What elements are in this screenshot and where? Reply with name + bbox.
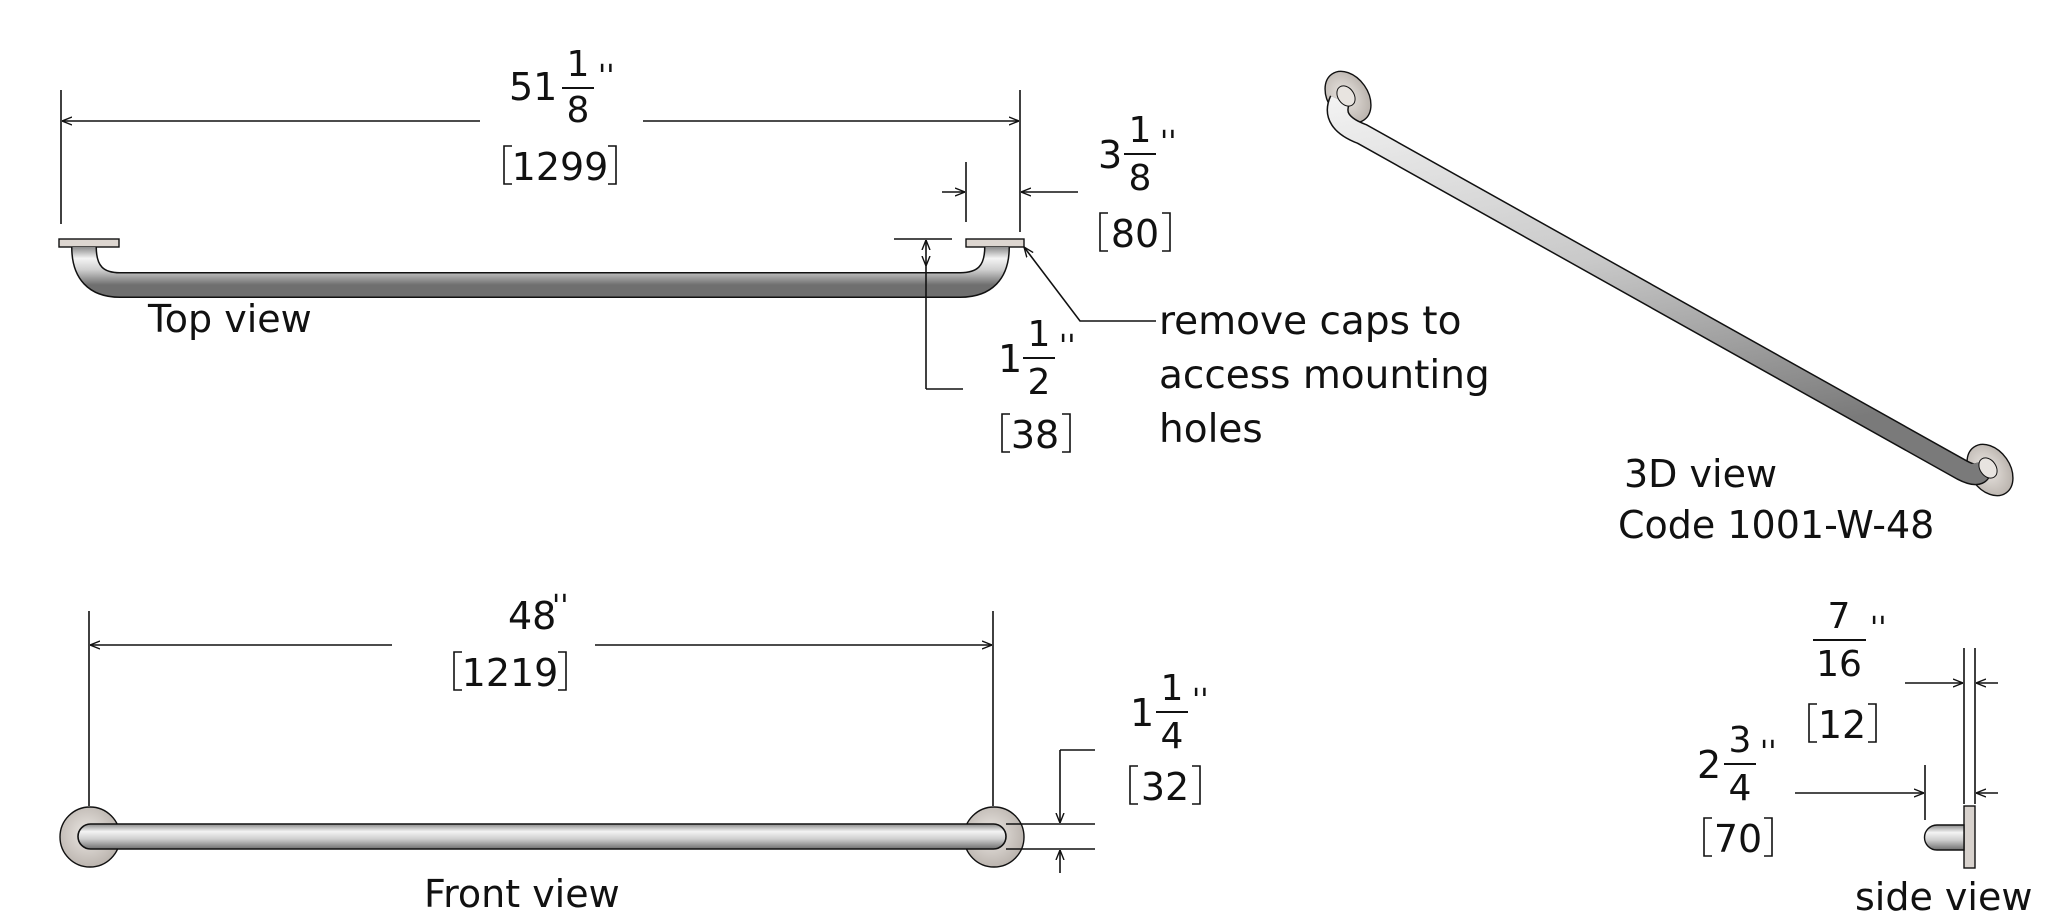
- note-line-3: holes: [1159, 407, 1263, 452]
- dim-flange: 3 1 8 '' 80: [1098, 110, 1177, 256]
- dim-flange-whole: 3: [1098, 133, 1122, 177]
- dim-overall-metric: 1299: [512, 145, 609, 189]
- top-left-flange: [58, 238, 120, 248]
- dim-projection: 2 3 4 '' 70: [1697, 720, 1777, 861]
- dim-projection-den: 4: [1729, 768, 1752, 809]
- dim-length-metric: 1219: [462, 651, 559, 695]
- dim-thickness: 7 16 '' 12: [1808, 596, 1887, 747]
- note-line-2: access mounting: [1159, 353, 1490, 398]
- dim-clearance: 1 1 2 '' 38: [998, 314, 1076, 457]
- dim-thickness-unit: '': [1870, 611, 1887, 646]
- top-right-flange: [965, 238, 1025, 248]
- dim-diameter-metric: 32: [1141, 765, 1189, 809]
- iso-top-cap: [1336, 85, 1356, 107]
- dim-clearance-whole: 1: [998, 337, 1022, 381]
- dim-diameter-num: 1: [1161, 668, 1184, 709]
- dim-overall-num: 1: [567, 44, 590, 85]
- side-view-label: side view: [1855, 875, 2032, 919]
- side-bar: [1923, 824, 1965, 851]
- dim-projection-unit: '': [1760, 735, 1777, 770]
- front-view: [59, 611, 1095, 873]
- front-view-label: Front view: [424, 872, 620, 916]
- dim-clearance-den: 2: [1028, 362, 1051, 403]
- iso-bar: [1328, 96, 1991, 484]
- top-view: [58, 90, 1156, 390]
- iso-bottom-cap: [1978, 457, 1998, 479]
- dim-flange-num: 1: [1129, 110, 1152, 151]
- part-code: Code 1001-W-48: [1618, 503, 1934, 547]
- dim-length-whole: 48: [508, 594, 556, 638]
- dim-flange-unit: '': [1160, 125, 1177, 160]
- dim-overall: 51 1 8 '' 1299: [503, 44, 617, 189]
- dim-length: 48 '' 1219: [453, 589, 569, 695]
- dim-clearance-num: 1: [1028, 314, 1051, 355]
- dim-projection-metric: 70: [1714, 817, 1762, 861]
- dim-clearance-metric: 38: [1011, 413, 1059, 457]
- dim-thickness-metric: 12: [1818, 703, 1866, 747]
- iso-view-label: 3D view: [1624, 452, 1777, 496]
- note-line-1: remove caps to: [1159, 299, 1461, 344]
- dim-length-unit: '': [552, 589, 569, 624]
- dim-diameter: 1 1 4 '' 32: [1129, 668, 1209, 809]
- dim-overall-den: 8: [567, 90, 590, 131]
- iso-view: [1324, 70, 2014, 497]
- side-flange: [1963, 805, 1976, 869]
- front-bar: [77, 823, 1007, 850]
- dim-overall-whole: 51: [509, 65, 557, 109]
- dim-thickness-num: 7: [1828, 596, 1851, 637]
- dim-overall-unit: '': [598, 59, 615, 94]
- dim-projection-num: 3: [1729, 720, 1752, 761]
- dim-diameter-unit: '': [1192, 683, 1209, 718]
- dim-diameter-whole: 1: [1130, 691, 1154, 735]
- top-bar: [72, 246, 1009, 297]
- top-view-label: Top view: [147, 297, 312, 341]
- side-view: [1795, 648, 1998, 869]
- dim-flange-metric: 80: [1111, 212, 1159, 256]
- dim-flange-den: 8: [1129, 158, 1152, 199]
- dim-clearance-unit: '': [1059, 329, 1076, 364]
- dim-diameter-den: 4: [1161, 716, 1184, 757]
- dim-projection-whole: 2: [1697, 743, 1721, 787]
- dim-thickness-den: 16: [1816, 644, 1862, 685]
